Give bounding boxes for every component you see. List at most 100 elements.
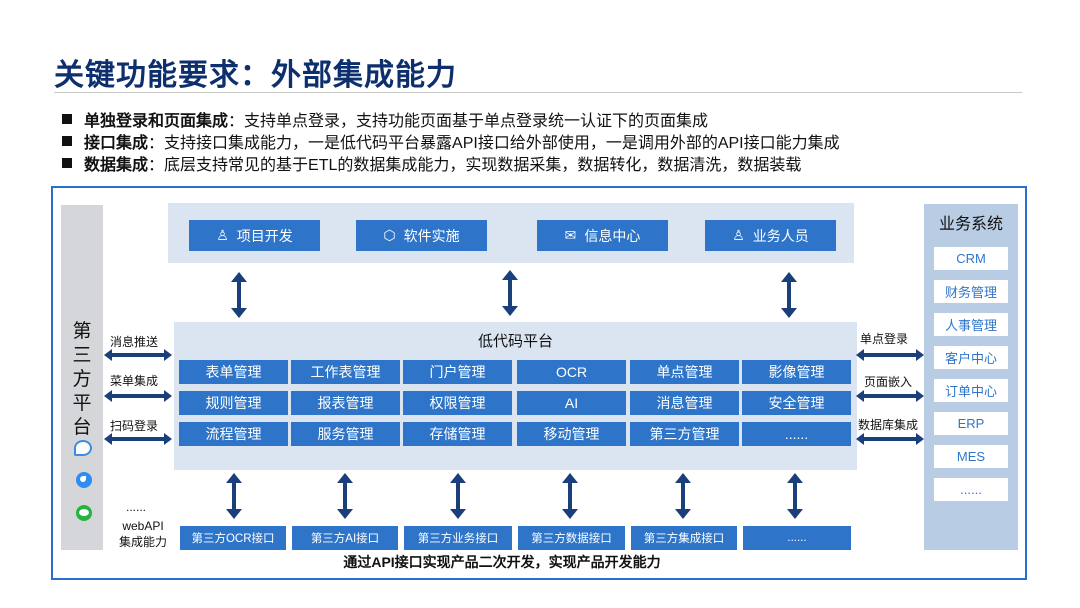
business-system-item: 财务管理: [934, 280, 1008, 303]
chat-bubble-icon: [74, 440, 92, 456]
bullet-sep: ：: [228, 113, 245, 130]
webapi-label-line1: webAPI: [122, 519, 164, 533]
user-icon: ♙: [732, 227, 745, 243]
bullet-list: 单独登录和页面集成：支持单点登录，支持功能页面基于单点登录统一认证下的页面集成 …: [62, 108, 1022, 174]
footer-caption: 通过API接口实现产品二次开发，实现产品开发能力: [343, 554, 661, 570]
bullet-sep: ：: [148, 135, 165, 152]
module-box: 门户管理: [403, 360, 512, 384]
bullet-sep: ：: [148, 157, 165, 174]
bullet-square-icon: [62, 114, 72, 124]
webapi-label-line2: 集成能力: [118, 535, 167, 549]
role-box: ✉ 信息中心: [537, 220, 668, 251]
business-system-item: ERP: [934, 412, 1008, 435]
third-party-title: 第 三 方 平 台: [61, 320, 103, 440]
role-box: ♙ 业务人员: [705, 220, 836, 251]
double-arrow-vertical-icon: [224, 473, 244, 519]
bullet-text: 支持单点登录，支持功能页面基于单点登录统一认证下的页面集成: [244, 113, 709, 130]
role-label: 信息中心: [584, 227, 641, 244]
double-arrow-horizontal-icon: [104, 348, 172, 361]
api-interface-box: 第三方OCR接口: [180, 526, 286, 550]
bullet-term: 数据集成: [84, 157, 149, 174]
module-box: 表单管理: [179, 360, 288, 384]
business-system-item: 人事管理: [934, 313, 1008, 336]
double-arrow-vertical-icon: [785, 473, 805, 519]
module-box: 服务管理: [291, 422, 400, 446]
business-system-item: CRM: [934, 247, 1008, 270]
business-systems-title: 业务系统: [938, 216, 1003, 233]
module-box: 第三方管理: [630, 422, 739, 446]
bullet-square-icon: [62, 158, 72, 168]
module-box: 存储管理: [403, 422, 512, 446]
double-arrow-horizontal-icon: [104, 389, 172, 402]
title-divider: [54, 92, 1022, 93]
business-system-item: 订单中心: [934, 379, 1008, 402]
third-party-title-char: 平: [72, 393, 92, 414]
left-integration-label: 菜单集成: [110, 374, 159, 388]
module-box: 移动管理: [517, 422, 626, 446]
third-party-title-char: 方: [72, 369, 92, 390]
bullet-text: 支持接口集成能力，一是低代码平台暴露API接口给外部使用，一是调用外部的API接…: [164, 135, 840, 152]
module-box: 影像管理: [742, 360, 851, 384]
double-arrow-vertical-icon: [448, 473, 468, 519]
business-system-item: MES: [934, 445, 1008, 468]
api-interface-box: ......: [743, 526, 851, 550]
double-arrow-vertical-icon: [673, 473, 693, 519]
module-box: 单点管理: [630, 360, 739, 384]
role-box: ⬡ 软件实施: [356, 220, 487, 251]
bullet-item: 单独登录和页面集成：支持单点登录，支持功能页面基于单点登录统一认证下的页面集成: [62, 108, 1022, 130]
third-party-title-char: 三: [72, 345, 92, 366]
webapi-label: webAPI 集成能力: [112, 518, 174, 550]
bullet-term: 单独登录和页面集成: [84, 113, 229, 130]
double-arrow-vertical-icon: [779, 272, 799, 318]
cube-icon: ⬡: [383, 227, 396, 243]
right-integration-label: 页面嵌入: [864, 375, 913, 389]
third-party-panel: 第 三 方 平 台: [61, 205, 103, 550]
bullet-item: 数据集成：底层支持常见的基于ETL的数据集成能力，实现数据采集，数据转化，数据清…: [62, 152, 1022, 174]
module-box: 流程管理: [179, 422, 288, 446]
double-arrow-horizontal-icon: [856, 432, 924, 445]
double-arrow-horizontal-icon: [856, 348, 924, 361]
module-box: AI: [517, 391, 626, 415]
double-arrow-horizontal-icon: [856, 389, 924, 402]
role-label: 项目开发: [236, 227, 293, 244]
wechat-icon: [76, 505, 92, 521]
left-more-label: ......: [126, 500, 147, 514]
left-integration-label: 扫码登录: [110, 419, 159, 433]
left-integration-label: 消息推送: [110, 335, 159, 349]
role-label: 业务人员: [752, 227, 809, 244]
bullet-item: 接口集成：支持接口集成能力，一是低代码平台暴露API接口给外部使用，一是调用外部…: [62, 130, 1022, 152]
double-arrow-vertical-icon: [560, 473, 580, 519]
module-box: 权限管理: [403, 391, 512, 415]
api-interface-box: 第三方业务接口: [404, 526, 512, 550]
module-box: 消息管理: [630, 391, 739, 415]
role-label: 软件实施: [403, 227, 460, 244]
dingtalk-icon: [76, 472, 92, 488]
double-arrow-vertical-icon: [335, 473, 355, 519]
bullet-term: 接口集成: [84, 135, 149, 152]
business-system-item: ......: [934, 478, 1008, 501]
page-title: 关键功能要求：外部集成能力: [54, 59, 457, 92]
module-box: OCR: [517, 360, 626, 384]
business-system-item: 客户中心: [934, 346, 1008, 369]
module-box: 工作表管理: [291, 360, 400, 384]
module-box: ......: [742, 422, 851, 446]
module-box: 规则管理: [179, 391, 288, 415]
api-interface-box: 第三方集成接口: [631, 526, 737, 550]
right-integration-label: 单点登录: [860, 332, 909, 346]
third-party-title-char: 台: [72, 417, 92, 438]
api-interface-box: 第三方数据接口: [518, 526, 625, 550]
double-arrow-horizontal-icon: [104, 432, 172, 445]
role-box: ♙ 项目开发: [189, 220, 320, 251]
bullet-text: 底层支持常见的基于ETL的数据集成能力，实现数据采集，数据转化，数据清洗，数据装…: [164, 157, 802, 174]
module-box: 报表管理: [291, 391, 400, 415]
user-icon: ♙: [216, 227, 229, 243]
third-party-title-char: 第: [72, 321, 92, 342]
bullet-square-icon: [62, 136, 72, 146]
module-box: 安全管理: [742, 391, 851, 415]
platform-title: 低代码平台: [477, 333, 553, 350]
diagram-frame: [51, 186, 1027, 580]
mail-icon: ✉: [564, 227, 577, 243]
double-arrow-vertical-icon: [500, 270, 520, 316]
double-arrow-vertical-icon: [229, 272, 249, 318]
right-integration-label: 数据库集成: [858, 418, 919, 432]
